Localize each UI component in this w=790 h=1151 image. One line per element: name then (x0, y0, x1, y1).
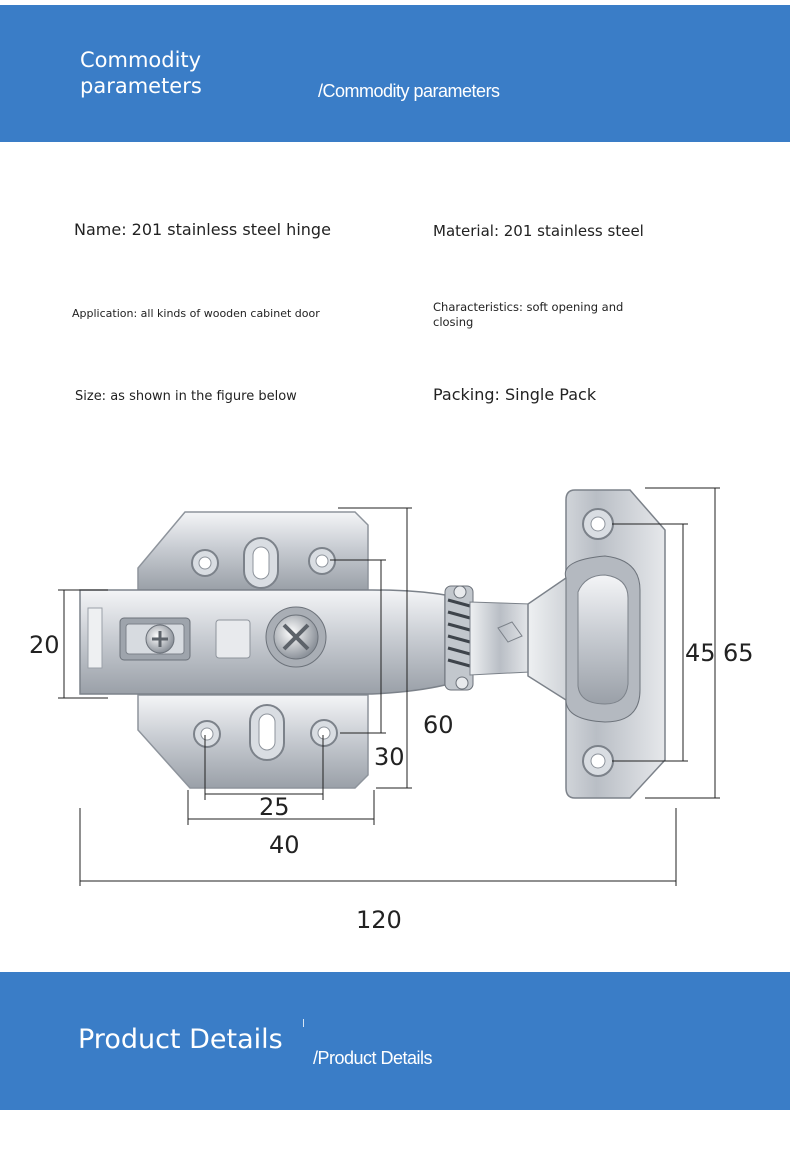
dimension-label-20: 20 (29, 631, 60, 659)
hinge-cup-plate (527, 489, 666, 799)
param-material: Material: 201 stainless steel (433, 222, 644, 240)
param-name: Name: 201 stainless steel hinge (74, 220, 331, 239)
dimension-label-30: 30 (374, 743, 405, 771)
dimension-label-65: 65 (723, 639, 754, 667)
param-characteristics: Characteristics: soft opening and closin… (433, 300, 624, 329)
product-details-banner: Product Details /Product Details (0, 972, 790, 1110)
param-application: Application: all kinds of wooden cabinet… (72, 307, 320, 320)
hinge-spring (444, 585, 531, 691)
dimension-label-25: 25 (259, 793, 290, 821)
dimension-lines (58, 487, 720, 886)
product-details-subtitle: /Product Details (313, 1048, 433, 1068)
dimension-label-120: 120 (356, 906, 402, 934)
section-title: Commodity parameters (80, 48, 202, 98)
product-details-title: Product Details (78, 1024, 283, 1055)
dimension-label-40: 40 (269, 831, 300, 859)
mounting-plate (137, 511, 369, 789)
banner-tick (303, 1019, 304, 1027)
section-subtitle: /Commodity parameters (318, 81, 500, 101)
param-packing: Packing: Single Pack (433, 385, 597, 404)
hinge-arm (79, 589, 446, 695)
dimension-label-45: 45 (685, 639, 716, 667)
param-size: Size: as shown in the figure below (75, 389, 297, 404)
header-banner: Commodity parameters /Commodity paramete… (0, 5, 790, 142)
dimension-label-60: 60 (423, 711, 454, 739)
hinge-dimension-diagram: 20 60 30 25 40 45 65 120 (29, 487, 754, 934)
